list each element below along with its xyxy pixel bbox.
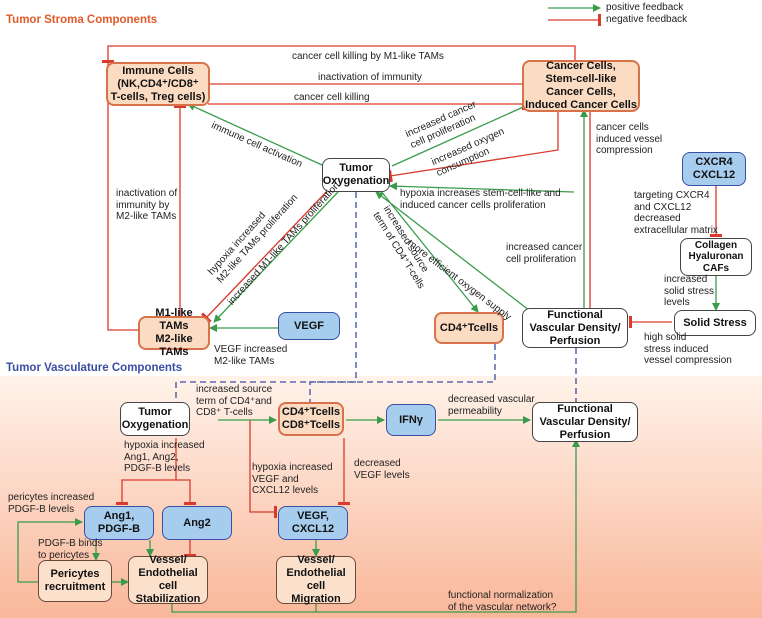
label-targeting-cxcr4: targeting CXCR4 and CXCL12 decreased ext…	[634, 190, 718, 236]
label-hypoxia-stem: hypoxia increases stem-cell-like and ind…	[400, 188, 561, 211]
label-increased-solid-stress: increased solid stress levels	[664, 274, 715, 308]
label-functional-normalization: functional normalization of the vascular…	[448, 590, 557, 613]
edge-immune-activation	[187, 103, 323, 166]
node-vegf-cxcl12: VEGF, CXCL12	[278, 506, 348, 540]
edge-tams-loop	[107, 60, 140, 331]
dashed-oxy	[175, 192, 357, 402]
node-immune-cells: Immune Cells (NK,CD4⁺/CD8⁺ T-cells, Treg…	[106, 62, 210, 106]
node-cancer-cells: Cancer Cells, Stem-cell-like Cancer Cell…	[522, 60, 640, 112]
label-decreased-vegf: decreased VEGF levels	[354, 458, 410, 481]
edge-hyp-ang2	[176, 479, 196, 505]
node-cd4-cd8: CD4⁺Tcells CD8⁺Tcells	[278, 402, 344, 436]
node-ang2: Ang2	[162, 506, 232, 540]
label-hypoxia-vegf: hypoxia increased VEGF and CXCL12 levels	[252, 462, 333, 496]
label-pericytes-increased: pericytes increased PDGF-B levels	[8, 492, 95, 515]
edge-oxygen-consumption	[388, 108, 559, 183]
edge-inc-m1	[213, 191, 339, 323]
section-title-vasculature: Tumor Vasculature Components	[6, 362, 183, 374]
node-ifn-gamma: IFNγ	[386, 404, 436, 436]
dashed-cd4	[309, 344, 496, 402]
node-collagen: Collagen Hyaluronan CAFs	[680, 238, 752, 276]
edge-hypoxia-stem	[389, 182, 575, 193]
node-stabilization: Vessel/ Endothelial cell Stabilization	[128, 554, 208, 605]
label-hypoxia-ang: hypoxia increased Ang1, Ang2, PDGF-B lev…	[124, 440, 205, 474]
node-vegf-top: VEGF	[278, 312, 340, 340]
edge-src-cd4	[379, 189, 479, 313]
edge-inc-prolif	[391, 103, 531, 167]
legend-positive-label: positive feedback	[606, 2, 684, 13]
edge-m1-killing	[102, 45, 576, 63]
label-m1-killing: cancer cell killing by M1-like TAMs	[292, 51, 444, 62]
edge-func-norm	[171, 439, 580, 613]
label-vessel-compression: cancer cells induced vessel compression	[596, 122, 663, 156]
label-source-cd4-cd8: increased source term of CD4⁺and CD8⁺ T-…	[196, 384, 273, 418]
node-tams: M1-like TAMs M2-like TAMs	[138, 307, 210, 358]
edge-hyp-vegf	[249, 420, 277, 518]
label-decreased-permeability: decreased vascular permeability	[448, 394, 535, 417]
node-migration: Vessel/ Endothelial cell Migration	[276, 554, 356, 605]
node-fvd-top: Functional Vascular Density/ Perfusion	[522, 308, 628, 348]
node-cd4-top: CD4⁺Tcells	[434, 312, 504, 344]
edge-more-oxy	[375, 191, 535, 315]
node-tumor-oxygenation-top: Tumor Oxygenation	[322, 158, 390, 192]
label-cancer-cell-killing: cancer cell killing	[294, 92, 370, 103]
node-pericytes: Pericytes recruitment	[38, 560, 112, 602]
label-increased-proliferation-2: increased cancer cell proliferation	[506, 242, 583, 265]
edge-hyp-m2	[200, 187, 331, 323]
node-tumor-oxygenation-bottom: Tumor Oxygenation	[120, 402, 190, 436]
label-high-solid-stress: high solid stress induced vessel compres…	[644, 332, 732, 366]
node-ang1-pdgfb: Ang1, PDGF-B	[84, 506, 154, 540]
legend-negative-label: negative feedback	[606, 14, 688, 25]
edge-pericytes-inc	[17, 518, 83, 583]
label-vegf-m2: VEGF increased M2-like TAMs	[214, 344, 288, 367]
label-inactivation-immunity: inactivation of immunity	[318, 72, 422, 83]
node-cxcr4-cxcl12: CXCR4 CXCL12	[682, 152, 746, 186]
section-title-stroma: Tumor Stroma Components	[6, 14, 158, 26]
node-fvd-bottom: Functional Vascular Density/ Perfusion	[532, 402, 638, 442]
node-solid-stress: Solid Stress	[674, 310, 756, 336]
label-pdgf-binds: PDGF-B binds to pericytes	[38, 538, 103, 561]
label-inactivation-m2: inactivation of immunity by M2-like TAMs	[116, 188, 178, 222]
edge-hyp-ang1	[116, 438, 177, 505]
